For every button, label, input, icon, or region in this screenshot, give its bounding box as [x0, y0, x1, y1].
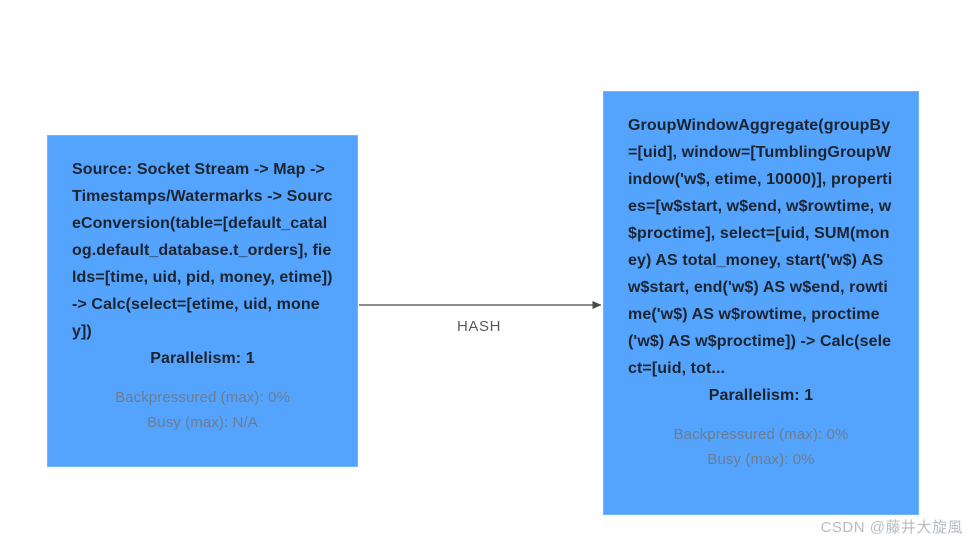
- metric-backpressured: Backpressured (max): 0%: [673, 426, 849, 443]
- operator-node-source[interactable]: Source: Socket Stream -> Map -> Timestam…: [47, 135, 358, 467]
- metric-busy: Busy (max): N/A: [147, 414, 258, 431]
- operator-parallelism: Parallelism: 1: [708, 387, 814, 404]
- metric-busy: Busy (max): 0%: [707, 451, 815, 468]
- edge-label-hash: HASH: [456, 318, 502, 335]
- operator-node-aggregate[interactable]: GroupWindowAggregate(groupBy=[uid], wind…: [603, 91, 919, 515]
- operator-metrics: Backpressured (max): 0% Busy (max): N/A: [72, 385, 333, 435]
- operator-description: Source: Socket Stream -> Map -> Timestam…: [72, 161, 338, 340]
- operator-parallelism: Parallelism: 1: [150, 350, 255, 367]
- watermark-text: CSDN @藤井大旋風: [820, 519, 963, 536]
- metric-backpressured: Backpressured (max): 0%: [115, 389, 290, 406]
- operator-description: GroupWindowAggregate(groupBy=[uid], wind…: [628, 117, 893, 377]
- operator-metrics: Backpressured (max): 0% Busy (max): 0%: [628, 422, 894, 472]
